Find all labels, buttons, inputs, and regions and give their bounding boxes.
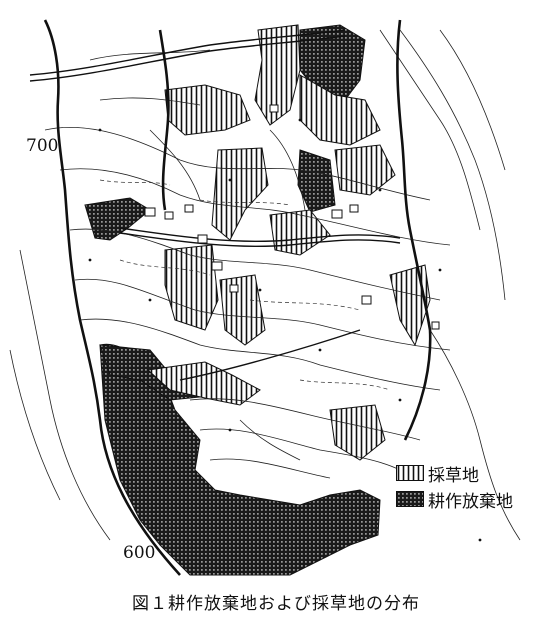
boundary-lines <box>43 19 432 576</box>
legend-label-meadow: 採草地 <box>428 465 479 486</box>
contour-label-700: 700 <box>26 136 59 156</box>
crosshatch-swatch-icon <box>396 491 424 507</box>
elevation-points <box>88 118 482 542</box>
road <box>29 29 401 381</box>
legend-item-meadow: 採草地 <box>396 460 546 486</box>
vertical-hatch-swatch-icon <box>396 465 424 481</box>
field-boundaries <box>99 179 391 391</box>
buildings <box>144 104 440 330</box>
contour-label-600: 600 <box>123 543 156 563</box>
figure-caption: 図１耕作放棄地および採草地の分布 <box>132 594 420 614</box>
map-legend: 採草地 耕作放棄地 <box>396 460 546 512</box>
legend-label-abandoned: 耕作放棄地 <box>428 491 513 512</box>
legend-item-abandoned: 耕作放棄地 <box>396 486 546 512</box>
land-use-map <box>9 19 521 576</box>
